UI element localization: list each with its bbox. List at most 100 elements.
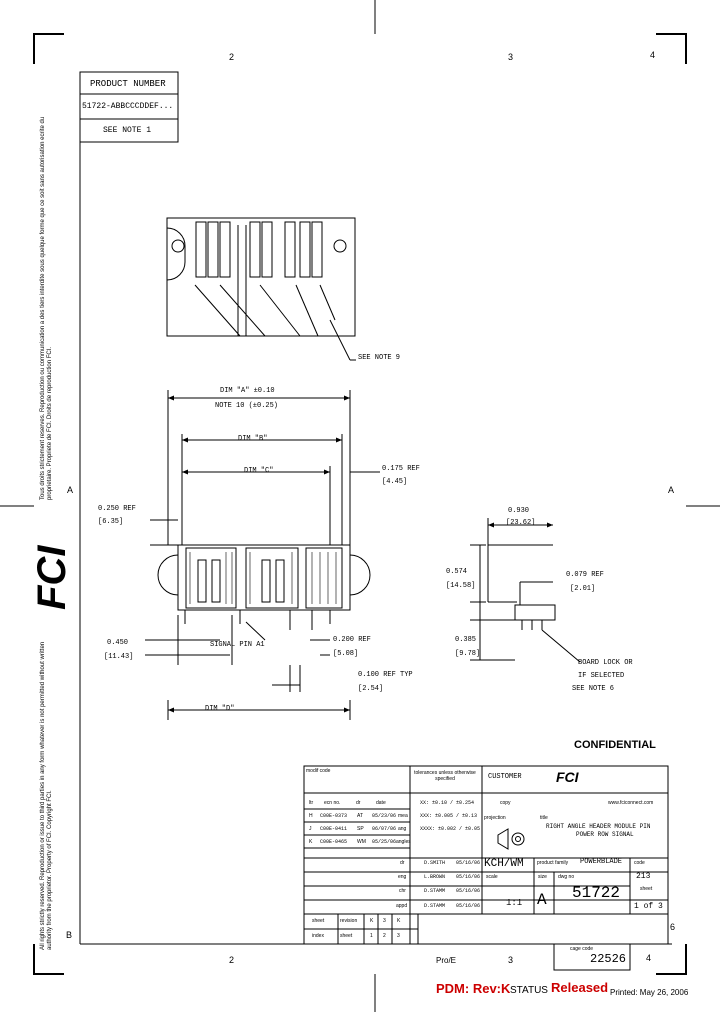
dwg-no-label: dwg no (558, 874, 575, 880)
sign-chr-label: chr (399, 888, 406, 894)
board-lock-line2: IF SELECTED (578, 672, 625, 680)
product-number-note: SEE NOTE 1 (103, 126, 152, 135)
rev-header-dr: dr (356, 800, 361, 806)
rev-row-3-ltr: K (309, 839, 313, 845)
drawing-title-line1: RIGHT ANGLE HEADER MODULE PIN (546, 823, 651, 830)
sheet-rev-h2: K (370, 918, 374, 924)
board-lock-line3: SEE NOTE 6 (572, 685, 615, 693)
drawing-title-line2: POWER ROW SIGNAL (576, 831, 634, 838)
zone-top-3: 3 (508, 52, 514, 62)
dim-574: 0.574 (446, 568, 468, 576)
side-note-english: All rights strictly reserved. Reproducti… (40, 641, 53, 950)
rev-header-ecn: ecn no. (324, 800, 341, 806)
sheet-index-2: 1 (370, 933, 373, 939)
ref-250-mm: [6.35] (98, 518, 124, 526)
sheet-index-3: 2 (383, 933, 386, 939)
sign-chr-date: 05/16/06 (456, 888, 481, 894)
zone-side-b: B (66, 930, 73, 940)
size-value: A (537, 891, 547, 909)
tolerances-label: tolerances unless otherwise specified (414, 770, 476, 782)
sheet-rev-h4: K (397, 918, 401, 924)
rev-row-1-ltr: H (309, 813, 313, 819)
zone-side-a-right: A (668, 485, 675, 495)
sign-chr-name: D.STAMM (424, 888, 446, 894)
printed-date: Printed: May 26, 2006 (610, 988, 689, 997)
dim-b-label: DIM "B" (238, 435, 268, 443)
rev-row-1-dr: AT (357, 813, 364, 819)
product-family-label: product family (537, 860, 569, 866)
code-value: 213 (636, 872, 651, 881)
rev-row-1-date: 05/23/06 (372, 813, 397, 819)
zone-bottom-2: 2 (229, 955, 235, 965)
zone-bottom-4: 4 (646, 953, 652, 963)
dim-574-mm: [14.58] (446, 582, 476, 590)
ref-200-mm: [5.08] (333, 650, 359, 658)
code-label: code (634, 860, 645, 866)
cage-code-value: 22526 (590, 952, 627, 966)
ref-100: 0.100 REF TYP (358, 671, 413, 679)
measure-angles: angles (396, 839, 411, 845)
rev-header-date: date (376, 800, 386, 806)
sign-eng-date: 05/16/06 (456, 874, 481, 880)
tol-value-3: XXXX: ±0.002 / ±0.05 (420, 826, 481, 832)
rev-row-1-ecn: C00E-0373 (320, 813, 348, 819)
scale-value: 1:1 (506, 898, 523, 908)
measure-ang: ang (398, 826, 407, 832)
status-value: Released (551, 980, 609, 995)
sheet-index-1: sheet (340, 933, 353, 939)
zone-top-4: 4 (650, 50, 656, 60)
zone-bottom-3: 3 (508, 955, 514, 965)
ref-079: 0.079 REF (566, 571, 604, 579)
dim-450-mm: [11.43] (104, 653, 134, 661)
rev-row-3-date: 05/25/06 (372, 839, 397, 845)
product-family-value: POWERBLADE (580, 858, 623, 866)
sign-dr-name: D.SMITH (424, 860, 446, 866)
sign-eng-name: L.BROWN (424, 874, 446, 880)
sign-dr-date: 05/16/06 (456, 860, 481, 866)
status-label: STATUS (510, 985, 548, 996)
scale-label: scale (486, 874, 498, 880)
signal-pin-label: SIGNAL PIN A1 (210, 641, 265, 649)
measure-mea: mea (398, 813, 408, 819)
zone-side-a-left: A (67, 485, 74, 495)
dim-930-mm: [23.62] (506, 519, 536, 527)
fci-url: www.fciconnect.com (608, 800, 654, 806)
proe-label: Pro/E (436, 956, 457, 965)
ref-175-mm: [4.45] (382, 478, 408, 486)
sheet-index-0: index (312, 933, 324, 939)
sheet-index-4: 3 (397, 933, 400, 939)
ref-250: 0.250 REF (98, 505, 136, 513)
side-note-french: Tous droits strictement reserves. Reprod… (40, 116, 53, 500)
modif-code-label: modif code (306, 768, 331, 774)
product-number-header: PRODUCT NUMBER (90, 79, 166, 89)
fci-logo-small: FCI (556, 769, 579, 785)
sheet-rev-h0: sheet (312, 918, 325, 924)
ref-100-mm: [2.54] (358, 685, 384, 693)
dim-385: 0.385 (455, 636, 477, 644)
top-view-note: SEE NOTE 9 (358, 354, 401, 362)
title-label: title (540, 815, 548, 821)
sign-eng-label: eng (398, 874, 407, 880)
copy-label: copy (500, 800, 511, 806)
rev-row-3-dr: WM (357, 839, 366, 845)
tol-value-2: XXX: ±0.005 / ±0.13 (420, 813, 478, 819)
dim-930: 0.930 (508, 507, 530, 515)
sign-appd-label: appd (396, 903, 408, 909)
rev-row-3-ecn: C00E-0465 (320, 839, 348, 845)
zone-top-2: 2 (229, 52, 235, 62)
kch-initials: KCH/WM (484, 858, 524, 870)
sheet-rev-h3: 3 (383, 918, 386, 924)
sign-appd-name: D.STAMM (424, 903, 446, 909)
board-lock-line1: BOARD LOCK OR (578, 659, 633, 667)
zone-right-6: 6 (670, 922, 676, 932)
size-label: size (538, 874, 547, 880)
tol-value-1: XX: ±0.10 / ±0.254 (420, 800, 475, 806)
confidential-label: CONFIDENTIAL (574, 739, 656, 751)
note-10-label: NOTE 10 (±0.25) (215, 402, 279, 410)
customer-label: CUSTOMER (488, 773, 522, 781)
rev-row-2-date: 06/07/06 (372, 826, 397, 832)
rev-header-ltr: ltr (309, 800, 314, 806)
rev-row-2-ltr: J (309, 826, 312, 832)
fci-logo-vertical: FCI (30, 545, 74, 610)
